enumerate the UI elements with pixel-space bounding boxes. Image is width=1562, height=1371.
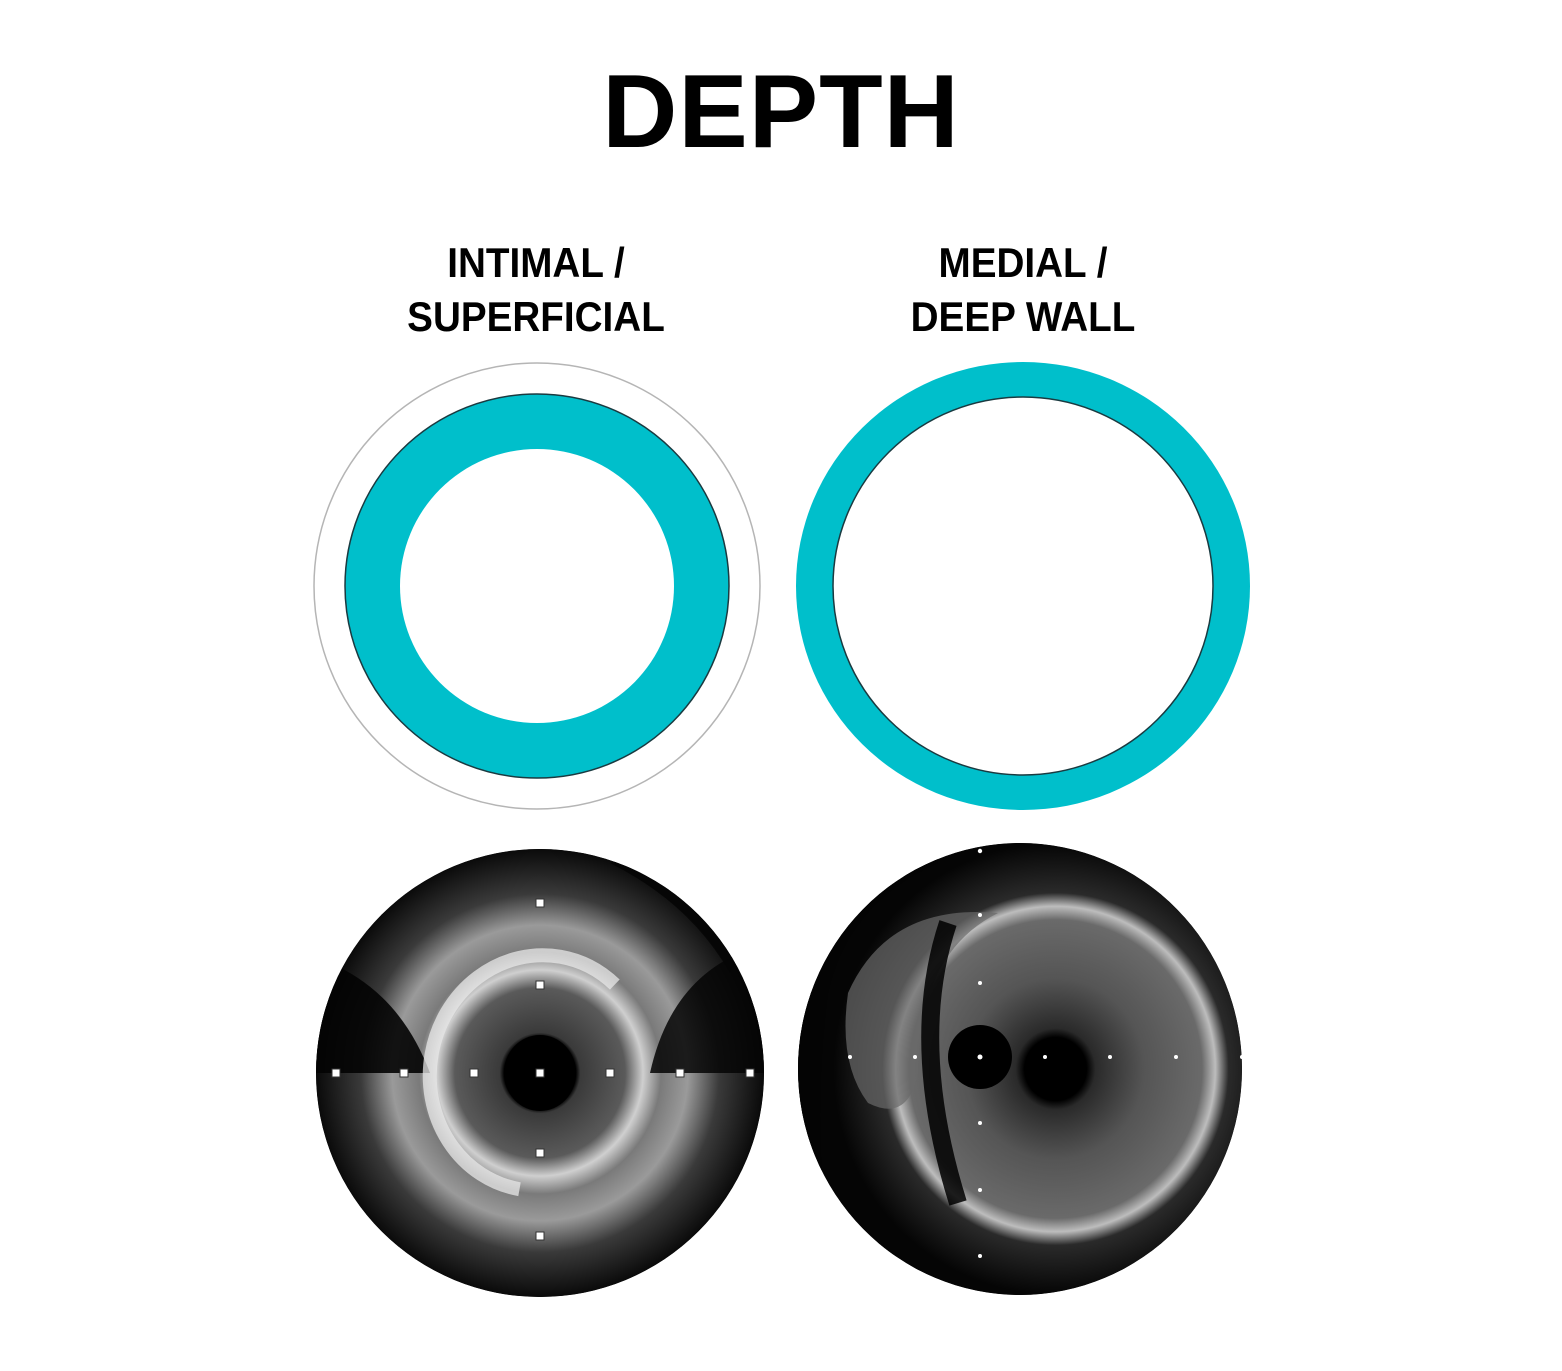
ivus-image-superficial xyxy=(316,849,764,1297)
label-medial-deep-wall: MEDIAL / DEEP WALL xyxy=(830,236,1216,344)
page-title: DEPTH xyxy=(602,54,960,170)
label-line-2: DEEP WALL xyxy=(910,293,1136,340)
label-line-2: SUPERFICIAL xyxy=(407,293,665,340)
label-line-1: MEDIAL / xyxy=(938,239,1108,286)
label-intimal-superficial: INTIMAL / SUPERFICIAL xyxy=(343,236,729,344)
ivus-image-deep-wall xyxy=(798,843,1244,1295)
intimal-ring-diagram xyxy=(313,362,761,810)
medial-ring-diagram xyxy=(796,362,1250,810)
label-line-1: INTIMAL / xyxy=(447,239,625,286)
